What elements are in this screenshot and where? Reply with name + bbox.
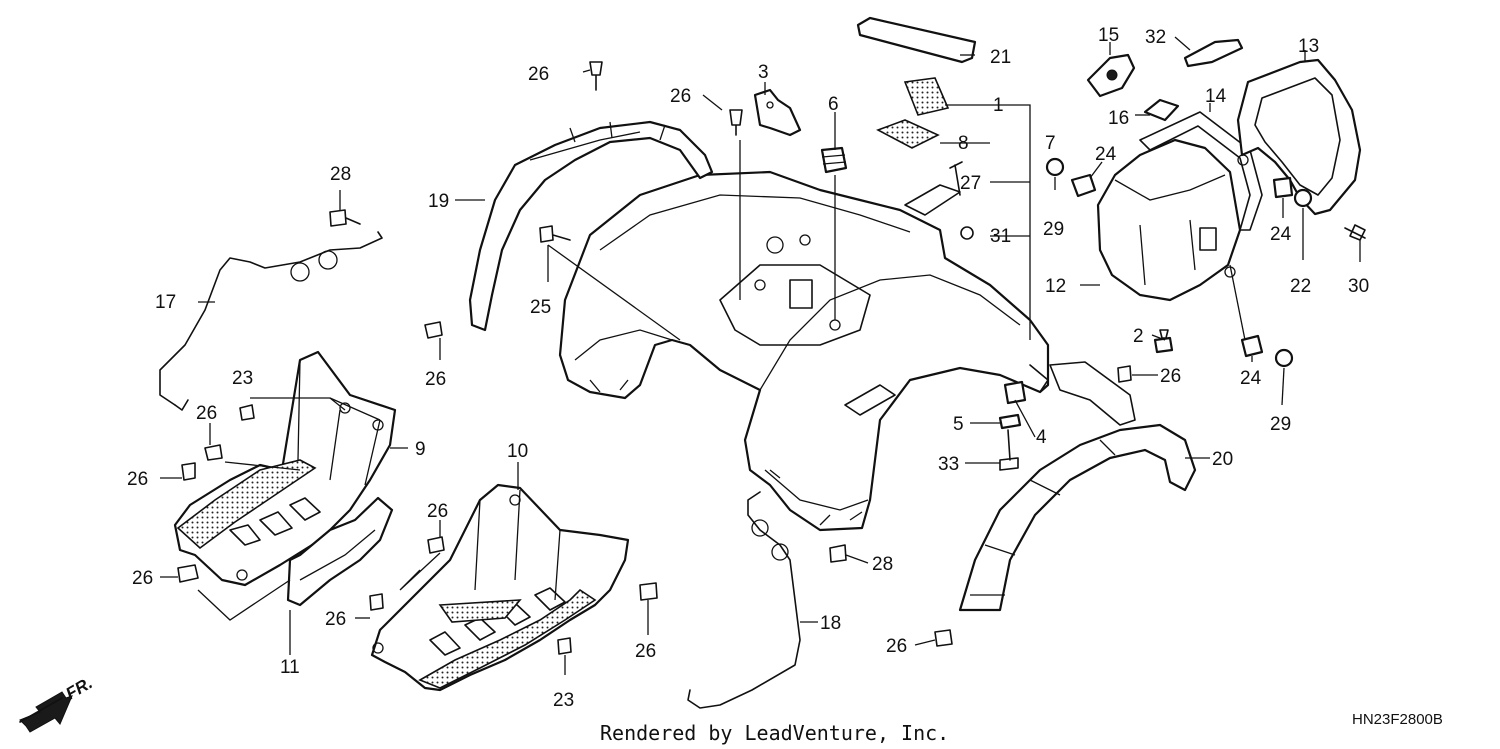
callout-2: 2: [1133, 326, 1144, 347]
part-24-collar-upper: [1070, 173, 1097, 198]
callout-18: 18: [820, 613, 841, 634]
callout-7: 7: [1045, 133, 1056, 154]
callout-5: 5: [953, 414, 964, 435]
callout-26: 26: [127, 469, 148, 490]
credit-text: Rendered by LeadVenture, Inc.: [600, 721, 949, 745]
callout-11: 11: [280, 657, 300, 678]
callout-26: 26: [425, 369, 446, 390]
callout-13: 13: [1298, 36, 1319, 57]
part-12-storage-box: [1096, 138, 1242, 302]
part-31-nut: [960, 226, 974, 240]
callout-12: 12: [1045, 276, 1066, 297]
callout-23: 23: [232, 368, 253, 389]
callout-14: 14: [1205, 86, 1227, 107]
diagram-code: HN23F2800B: [1352, 711, 1443, 728]
part-5-collar: [998, 413, 1022, 430]
clip-fasteners: [177, 61, 1132, 655]
callout-20: 20: [1212, 449, 1233, 470]
callout-26: 26: [670, 86, 691, 107]
part-30-bolt: [1344, 224, 1366, 241]
leader-lines: [160, 36, 1361, 675]
callout-26: 26: [886, 636, 907, 657]
callout-27: 27: [960, 173, 981, 194]
callout-26: 26: [196, 403, 217, 424]
callout-26: 26: [325, 609, 346, 630]
callout-26: 26: [635, 641, 656, 662]
callout-24: 24: [1095, 144, 1117, 165]
callout-28: 28: [330, 164, 351, 185]
callout-24: 24: [1270, 224, 1292, 245]
part-17-wire-rod: [159, 231, 383, 411]
callout-9: 9: [415, 439, 426, 460]
part-8-pad: [876, 119, 940, 149]
part-3-bracket: [753, 88, 802, 137]
callout-26: 26: [427, 501, 448, 522]
part-1-pad: [903, 77, 950, 116]
part-7-plate: [904, 184, 961, 216]
part-10-right-footrest: [370, 483, 630, 692]
callout-26: 26: [132, 568, 153, 589]
part-22-grommet: [1293, 188, 1313, 208]
callout-32: 32: [1145, 27, 1166, 48]
rear-fender: [558, 170, 1050, 532]
front-direction-arrow: FR.: [19, 673, 96, 733]
callout-29: 29: [1270, 414, 1291, 435]
callout-10: 10: [507, 441, 528, 462]
part-14-gasket: [1139, 111, 1263, 231]
part-11-mudguard: [286, 496, 394, 607]
part-32-strap: [1183, 38, 1244, 68]
callout-25: 25: [530, 297, 551, 318]
part-16-pad: [1143, 98, 1180, 122]
part-4-grommet: [1003, 380, 1027, 405]
callout-21: 21: [990, 47, 1011, 68]
callout-3: 3: [758, 62, 769, 83]
part-27-pin: [949, 161, 963, 196]
callout-15: 15: [1098, 25, 1119, 46]
part-13-lid-cover: [1236, 58, 1362, 216]
callout-24: 24: [1240, 368, 1262, 389]
callout-31: 31: [990, 226, 1011, 247]
callout-30: 30: [1348, 276, 1369, 297]
part-2-cap: [1153, 329, 1174, 354]
callout-23: 23: [553, 690, 574, 711]
part-15-latch: [1086, 53, 1136, 98]
part-19-left-inner-fender: [468, 120, 714, 332]
callout-26: 26: [528, 64, 549, 85]
part-29-grommet-upper: [1045, 157, 1065, 177]
part-29-grommet-lower: [1274, 348, 1294, 368]
callout-28: 28: [872, 554, 893, 575]
callout-8: 8: [958, 133, 969, 154]
callout-29: 29: [1043, 219, 1064, 240]
part-18-wire-rod: [687, 491, 801, 709]
callout-4: 4: [1036, 427, 1047, 448]
callout-33: 33: [938, 454, 959, 475]
callout-19: 19: [428, 191, 449, 212]
callout-1: 1: [993, 95, 1004, 116]
part-33-bolt: [999, 429, 1019, 471]
callout-16: 16: [1108, 108, 1129, 129]
part-20-right-inner-fender: [958, 361, 1197, 612]
part-24-collar-lower: [1240, 334, 1264, 358]
part-21-top-panel: [856, 16, 977, 64]
callout-22: 22: [1290, 276, 1311, 297]
part-24-collar-right: [1272, 176, 1294, 199]
callout-6: 6: [828, 94, 839, 115]
callout-26: 26: [1160, 366, 1181, 387]
callout-17: 17: [155, 292, 176, 313]
callout-labels: 26 26 3 6 21 1 8 7 27 31 19 25 26 28 17 …: [127, 25, 1369, 711]
part-6-grommet: [820, 146, 848, 174]
